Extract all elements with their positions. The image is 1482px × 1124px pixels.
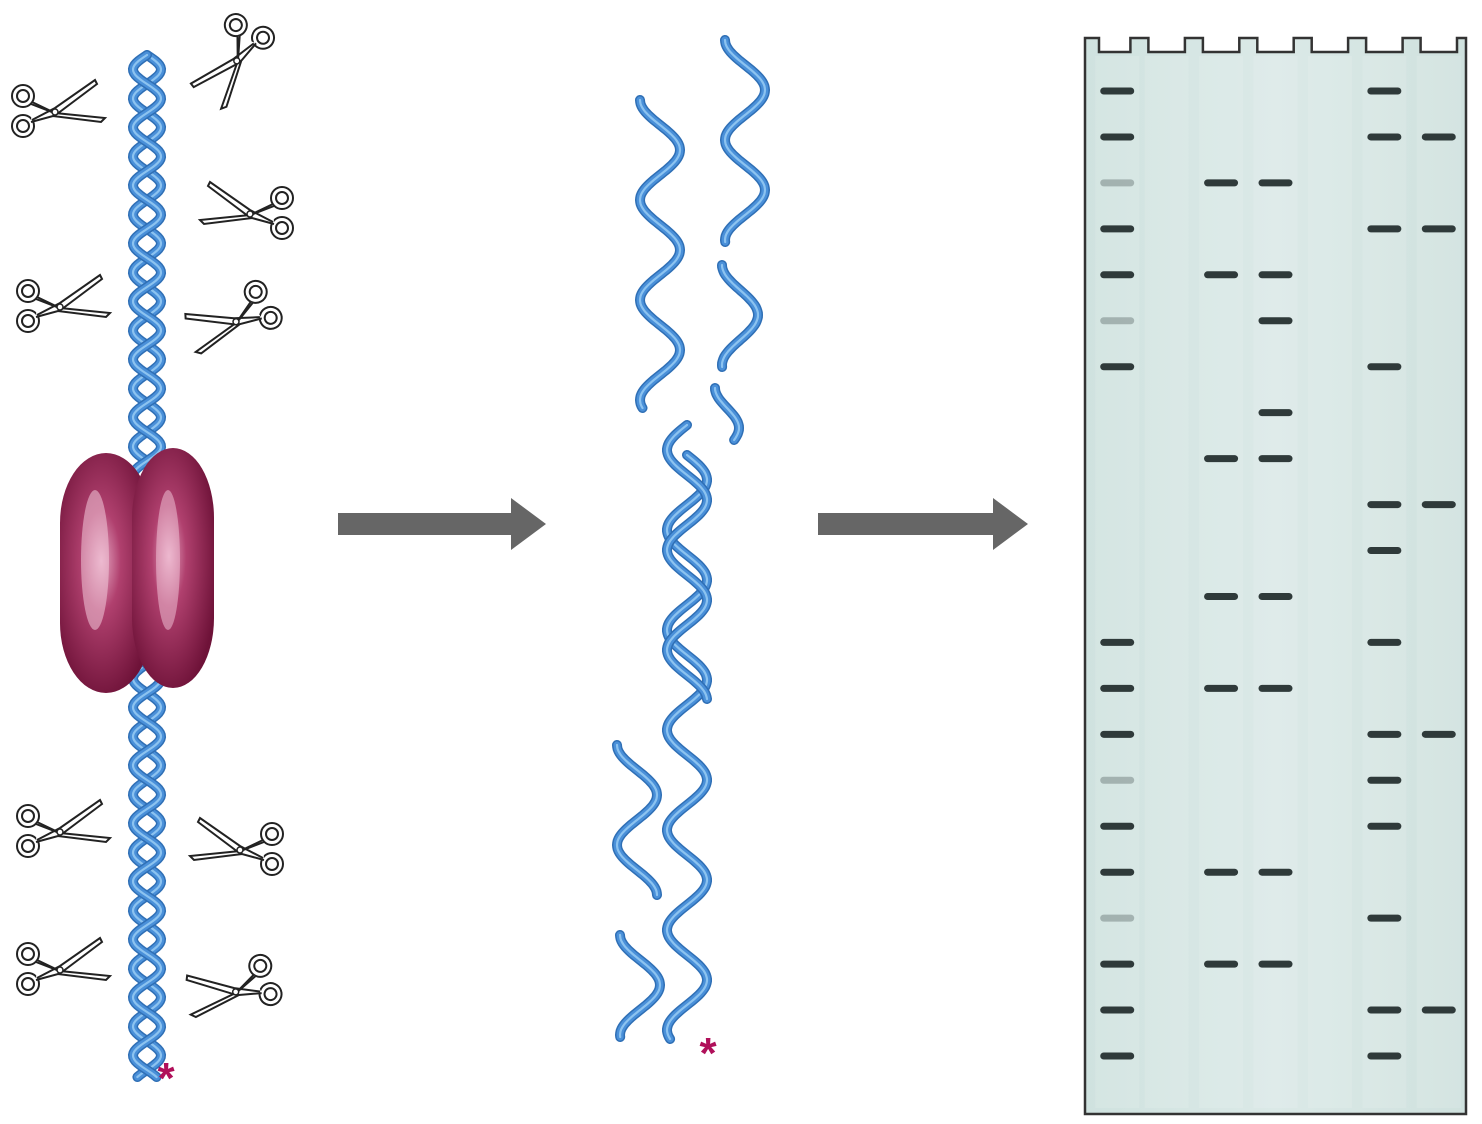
gel-band [1204,684,1239,692]
gel-band [1100,317,1135,325]
gel-lanes [1095,56,1461,1108]
scissors-icon [185,953,283,1019]
gel-band [1421,730,1456,738]
gel-band [1100,271,1135,279]
scissors-icon [16,273,113,333]
gel-band [1367,638,1402,646]
gel-band [1367,1006,1402,1014]
fragment-2-highlight [723,38,767,244]
gel-lane [1307,56,1352,1108]
gel-band [1100,363,1135,371]
scissors-icon [16,798,113,858]
gel-band [1367,87,1402,95]
gel-band [1367,730,1402,738]
gel-band [1100,1052,1135,1060]
gel-lane [1362,56,1407,1108]
gel-lane [1095,56,1140,1108]
gel-band [1100,914,1135,922]
scissors-icon [11,78,108,138]
gel-lane [1144,56,1189,1108]
gel-band [1367,133,1402,141]
gel-slab [1083,36,1468,1116]
gel-band [1204,868,1239,876]
fragment-1-highlight [638,98,682,410]
dna-binding-protein [60,448,214,693]
gel-band [1367,547,1402,555]
gel-band [1204,455,1239,463]
fragment-6-highlight [618,933,662,1039]
fragment-4-highlight [713,386,741,442]
arrow-right-icon [818,498,1028,550]
scissors-icon [189,13,276,111]
gel-band [1258,960,1293,968]
gel-band [1204,592,1239,600]
gel-band [1100,776,1135,784]
gel-band [1367,914,1402,922]
gel-band [1100,960,1135,968]
gel-band [1204,179,1239,187]
gel-band [1258,455,1293,463]
gel-band [1258,868,1293,876]
fragment-5-highlight [615,743,659,897]
gel-band [1204,960,1239,968]
gel-band [1258,179,1293,187]
scissors-icon [197,180,294,240]
gel-band [1100,1006,1135,1014]
gel-band [1367,776,1402,784]
nuclease-scissors [11,13,294,1019]
gel-band [1100,868,1135,876]
scissors-icon [184,279,283,355]
gel-band [1421,1006,1456,1014]
gel-band [1367,225,1402,233]
gel-band [1258,684,1293,692]
end-label-marker: * [157,1054,175,1103]
scissors-icon [16,936,113,996]
gel-band [1258,409,1293,417]
gel-band [1100,179,1135,187]
gel-lane [1416,56,1461,1108]
gel-band [1367,363,1402,371]
gel-lane [1199,56,1244,1108]
gel-band [1421,225,1456,233]
gel-band [1100,822,1135,830]
scissors-icon [187,816,284,876]
gel-lane [1253,56,1298,1108]
gel-band [1100,684,1135,692]
gel-band [1258,317,1293,325]
gel-panel [1083,36,1468,1116]
intact-dna-panel: * [11,13,294,1103]
fragment-long-a-highlight [665,453,709,1041]
gel-band [1100,638,1135,646]
gel-band [1100,133,1135,141]
fragment-3-highlight [720,263,760,369]
gel-bands [1100,87,1456,1060]
gel-band [1258,271,1293,279]
gel-band [1421,133,1456,141]
gel-band [1204,271,1239,279]
gel-band [1100,225,1135,233]
digested-fragments-panel: * [611,35,771,1078]
gel-band [1100,87,1135,95]
end-label-marker: * [699,1029,717,1078]
fragment-long-b-highlight [665,423,709,701]
gel-band [1421,501,1456,509]
gel-band [1367,822,1402,830]
gel-band [1100,730,1135,738]
gel-band [1367,501,1402,509]
arrow-right-icon [338,498,546,550]
gel-band [1367,1052,1402,1060]
gel-band [1258,592,1293,600]
dna-fragments [611,35,771,1044]
